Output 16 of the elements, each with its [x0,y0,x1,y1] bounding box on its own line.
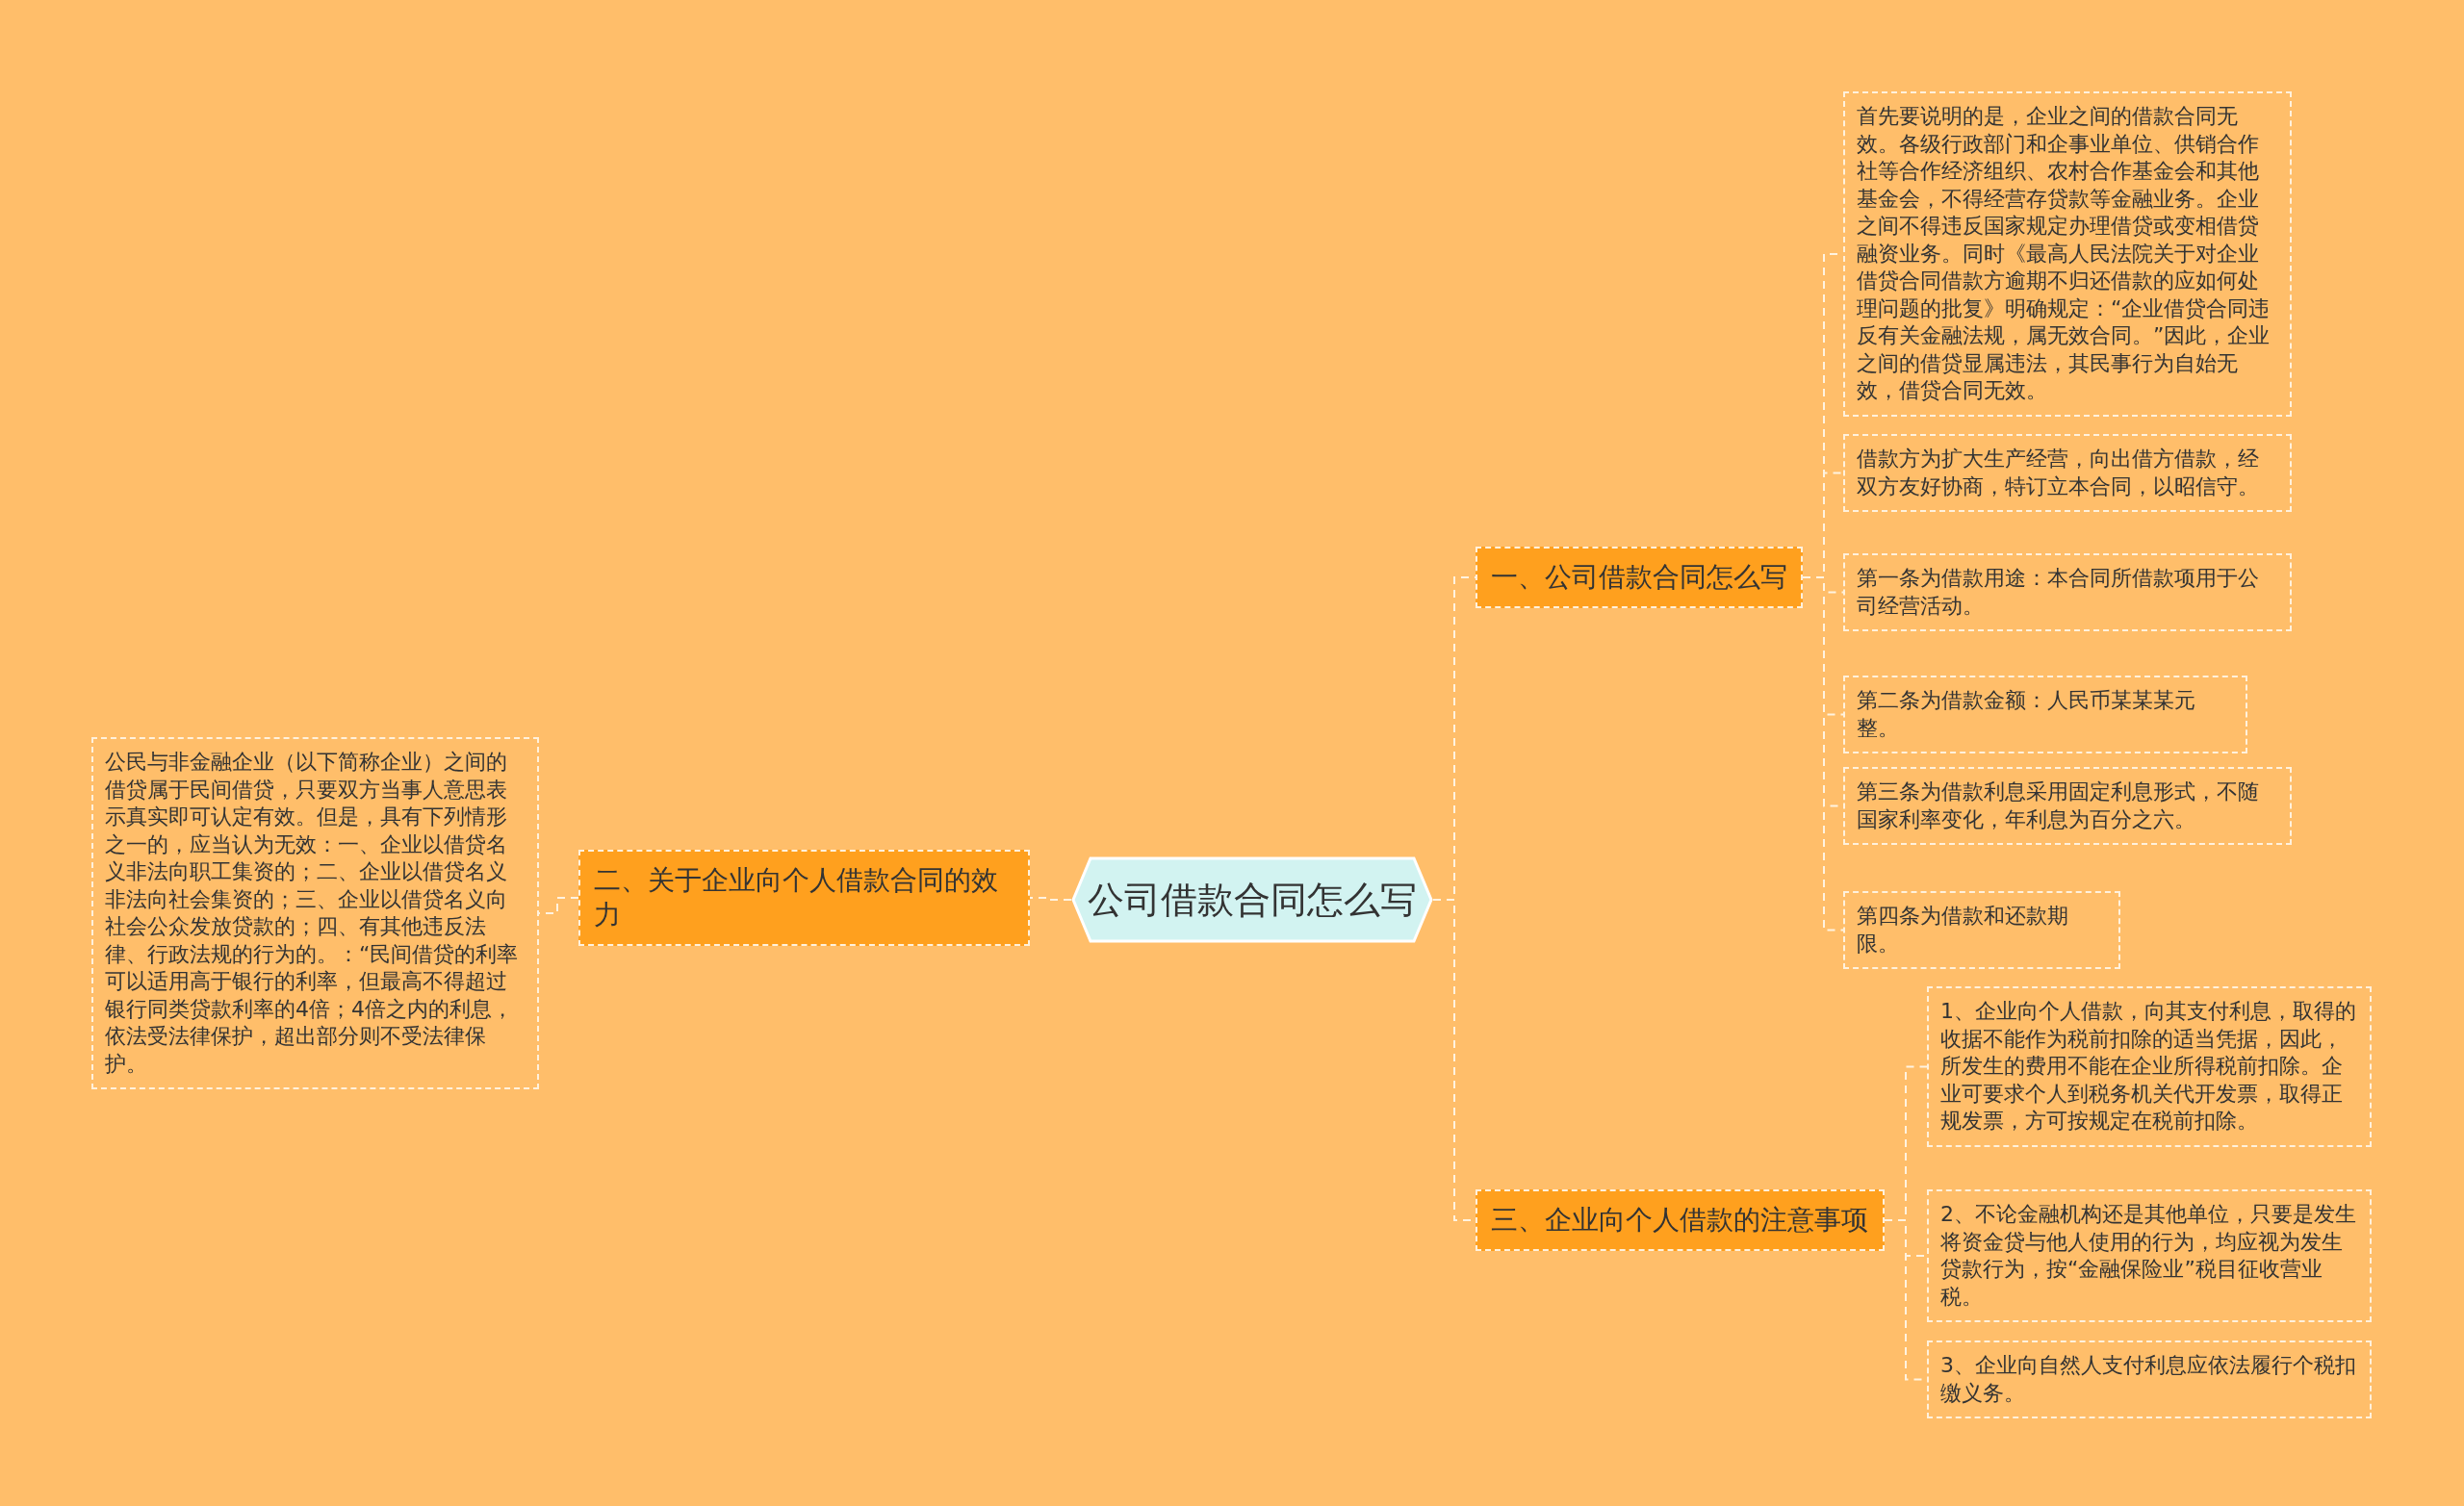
topic-hexagon: 公司借款合同怎么写 [1071,856,1433,943]
text-box: 公民与非金融企业（以下简称企业）之间的借贷属于民间借贷，只要双方当事人意思表示真实即可认定有效。但是，具有下列情形之一的，应当认为无效：一、企业以借贷名义非法向职工集资的；二、企业以借贷名义非法向社会集资的；三、企业以借贷名义向社会公众发放贷款的；四、有其他违反法律、行政法规的行为的。：“民间借贷的利率可以适用高于银行的利率，但最高不得超过银行同类贷款利率的4倍；4倍之内的利息，依法受法律保护，超出部分则不受法律保护。 [91,737,539,1089]
branch-box: 一、公司借款合同怎么写 [1476,547,1803,608]
text-box: 借款方为扩大生产经营，向出借方借款，经双方友好协商，特订立本合同，以昭信守。 [1843,434,2292,512]
text-box: 1、企业向个人借款，向其支付利息，取得的收据不能作为税前扣除的适当凭据，因此，所发生的费用不能在企业所得税前扣除。企业可要求个人到税务机关代开发票，取得正规发票，方可按规定在税前扣除。 [1927,986,2372,1147]
text-box: 第三条为借款利息采用固定利息形式，不随国家利率变化，年利息为百分之六。 [1843,767,2292,845]
connector-line [538,897,579,914]
text-box: 第四条为借款和还款期限。 [1843,891,2120,969]
connector-line [1029,897,1072,901]
text-box: 第二条为借款金额：人民币某某某元整。 [1843,676,2247,753]
text-box: 首先要说明的是，企业之间的借款合同无效。各级行政部门和企事业单位、供销合作社等合作经济组织、农村合作基金会和其他基金会，不得经营存贷款等金融业务。企业之间不得违反国家规定办理借贷或变相借贷融资业务。同时《最高人民法院关于对企业借贷合同借款方逾期不归还借款的应如何处理问题的批复》明确规定：“企业借贷合同违反有关金融法规，属无效合同。”因此，企业之间的借贷显属违法，其民事行为自始无效，借贷合同无效。 [1843,91,2292,417]
branch-box: 三、企业向个人借款的注意事项 [1476,1189,1885,1251]
branch-box: 二、关于企业向个人借款合同的效力 [578,850,1030,946]
text-box: 第一条为借款用途：本合同所借款项用于公司经营活动。 [1843,553,2292,631]
text-box: 2、不论金融机构还是其他单位，只要是发生将资金贷与他人使用的行为，均应视为发生贷款行为，按“金融保险业”税目征收营业税。 [1927,1189,2372,1322]
text-box: 3、企业向自然人支付利息应依法履行个税扣缴义务。 [1927,1340,2372,1418]
